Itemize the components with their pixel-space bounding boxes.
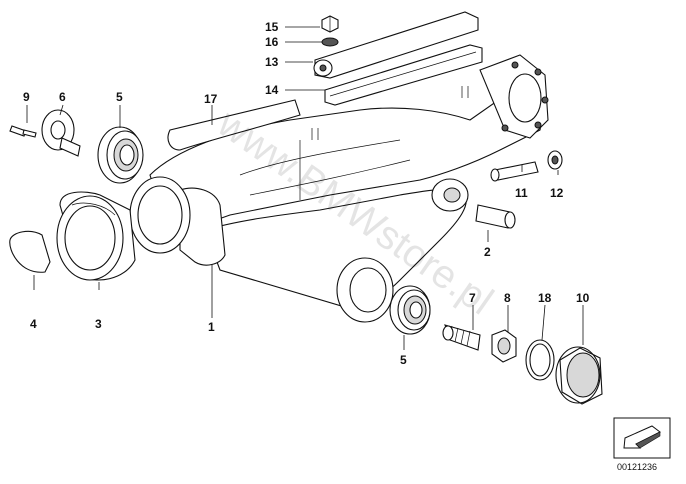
- callouts: 15 16 13 14 17 9 6 5 11 12 2 4 3 1 7 8 1…: [23, 20, 590, 367]
- bearing-5-upper: [97, 126, 144, 184]
- callout-11: 11: [515, 186, 528, 200]
- callout-14: 14: [265, 83, 279, 97]
- washer-16: [321, 37, 339, 47]
- callout-5-upper: 5: [116, 90, 123, 104]
- callout-6: 6: [59, 90, 66, 104]
- swing-arm-body: [129, 54, 549, 323]
- callout-4: 4: [30, 317, 37, 331]
- callout-9: 9: [23, 90, 30, 104]
- callout-15: 15: [265, 20, 279, 34]
- o-ring-18: [525, 339, 555, 381]
- boot-3: [56, 191, 136, 281]
- sleeve-2: [475, 204, 516, 229]
- lock-nut-8: [491, 329, 517, 363]
- bolt-15: [321, 15, 339, 33]
- washer-12: [547, 150, 563, 170]
- callout-12: 12: [550, 186, 564, 200]
- callout-18: 18: [538, 291, 552, 305]
- cover-strip-17: [167, 99, 301, 151]
- callout-3: 3: [95, 317, 102, 331]
- reference-box: 00121236: [613, 417, 671, 472]
- callout-8: 8: [504, 291, 511, 305]
- pin-11: [490, 161, 539, 182]
- pivot-pin-7: [442, 324, 481, 351]
- circlip-4: [9, 230, 51, 273]
- screw-9: [9, 125, 37, 138]
- rail-13: [313, 11, 479, 79]
- cap-10: [555, 346, 603, 405]
- callout-13: 13: [265, 55, 279, 69]
- reference-number: 00121236: [617, 462, 657, 472]
- bearing-5-lower: [389, 285, 431, 335]
- callout-10: 10: [576, 291, 590, 305]
- callout-16: 16: [265, 35, 279, 49]
- callout-5-lower: 5: [400, 353, 407, 367]
- flange-6: [41, 109, 81, 157]
- rail-14: [324, 44, 483, 106]
- leader-lines: [26, 26, 584, 350]
- callout-17: 17: [204, 92, 218, 106]
- callout-2: 2: [484, 245, 491, 259]
- callout-1: 1: [208, 320, 215, 334]
- callout-7: 7: [469, 291, 476, 305]
